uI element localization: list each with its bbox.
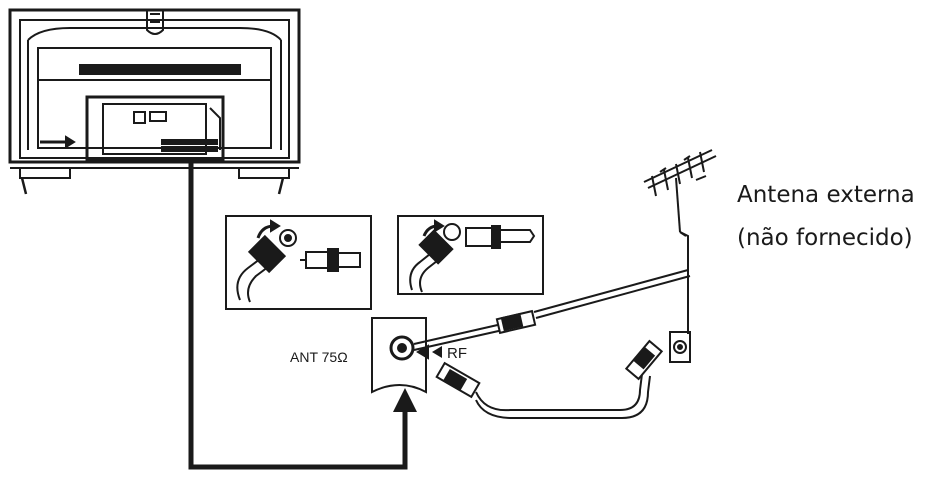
coax-connector-icon <box>300 248 361 272</box>
svg-text:RF: RF <box>447 345 467 362</box>
coax-plug-push-icon <box>256 219 281 239</box>
ant-port-icon <box>389 335 415 361</box>
coax-cables <box>413 231 691 419</box>
coax-connector-icon <box>465 225 536 249</box>
rf-pointer-icon <box>432 346 442 358</box>
inset-coax-plug <box>225 215 372 310</box>
tv-cable-route <box>188 158 417 470</box>
rf-label: RF <box>432 345 467 362</box>
wall-socket-icon <box>669 331 691 363</box>
coax-plug-push-icon <box>422 219 445 237</box>
antenna-port-panel <box>371 317 429 394</box>
external-antenna-label: Antena externa <box>737 182 915 208</box>
inset-f-connector <box>397 215 544 295</box>
tv-back-panel <box>8 8 301 195</box>
not-supplied-label: (não fornecido) <box>737 225 913 251</box>
fm-antenna-icon <box>643 149 717 237</box>
arrow-up-icon <box>393 388 417 412</box>
ant-port-label: ANT 75Ω <box>290 349 348 365</box>
